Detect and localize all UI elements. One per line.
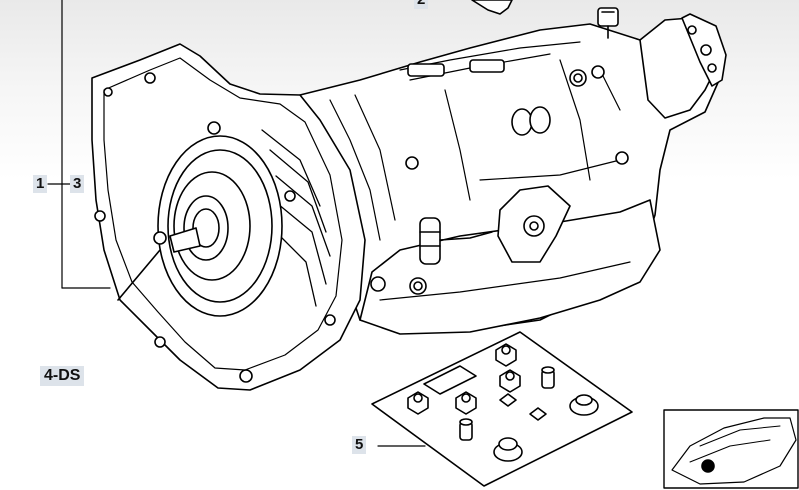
callout-3: 3 — [70, 175, 85, 193]
callout-2: 2 — [414, 0, 429, 9]
part-2-bracket — [471, 0, 513, 15]
kit-label-plate — [423, 365, 477, 395]
car-location-icon — [663, 409, 799, 489]
oil-pan — [359, 199, 661, 335]
kit-fittings — [407, 343, 599, 462]
variant-label: 4-DS — [40, 366, 85, 386]
callout-1: 1 — [33, 175, 48, 193]
part-kit-sheet — [371, 331, 633, 487]
callout-5: 5 — [352, 436, 367, 454]
